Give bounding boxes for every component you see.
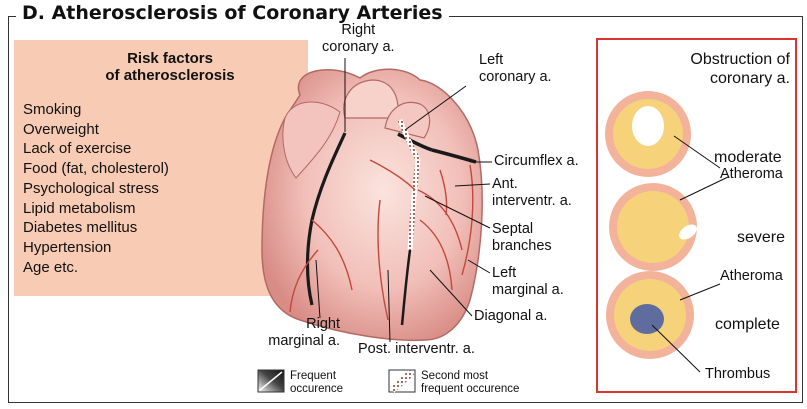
- label-left-marginal: Left marginal a.: [492, 265, 564, 299]
- legend-second-label: Second most frequent occurence: [421, 370, 519, 396]
- label-severe: severe: [737, 229, 785, 246]
- obstruction-heading: Obstruction of coronary a.: [612, 50, 790, 88]
- label-septal: Septal branches: [492, 221, 552, 255]
- label-thrombus: Thrombus: [705, 366, 770, 383]
- legend-frequent-label: Frequent occurence: [290, 370, 343, 396]
- label-atheroma-1: Atheroma: [720, 166, 783, 183]
- obstruction-panel: [596, 38, 797, 393]
- label-atheroma-2: Atheroma: [720, 268, 783, 285]
- label-diagonal: Diagonal a.: [474, 308, 547, 325]
- label-moderate: moderate: [714, 149, 782, 166]
- label-circumflex: Circumflex a.: [494, 153, 579, 170]
- label-right-marginal: Right marginal a.: [258, 316, 340, 350]
- label-left-coronary: Left coronary a.: [479, 52, 552, 86]
- label-complete: complete: [715, 316, 780, 333]
- label-ant-interventricular: Ant. interventr. a.: [492, 176, 572, 210]
- label-post-interventricular: Post. interventr. a.: [358, 341, 475, 358]
- label-right-coronary: Right coronary a.: [322, 22, 395, 56]
